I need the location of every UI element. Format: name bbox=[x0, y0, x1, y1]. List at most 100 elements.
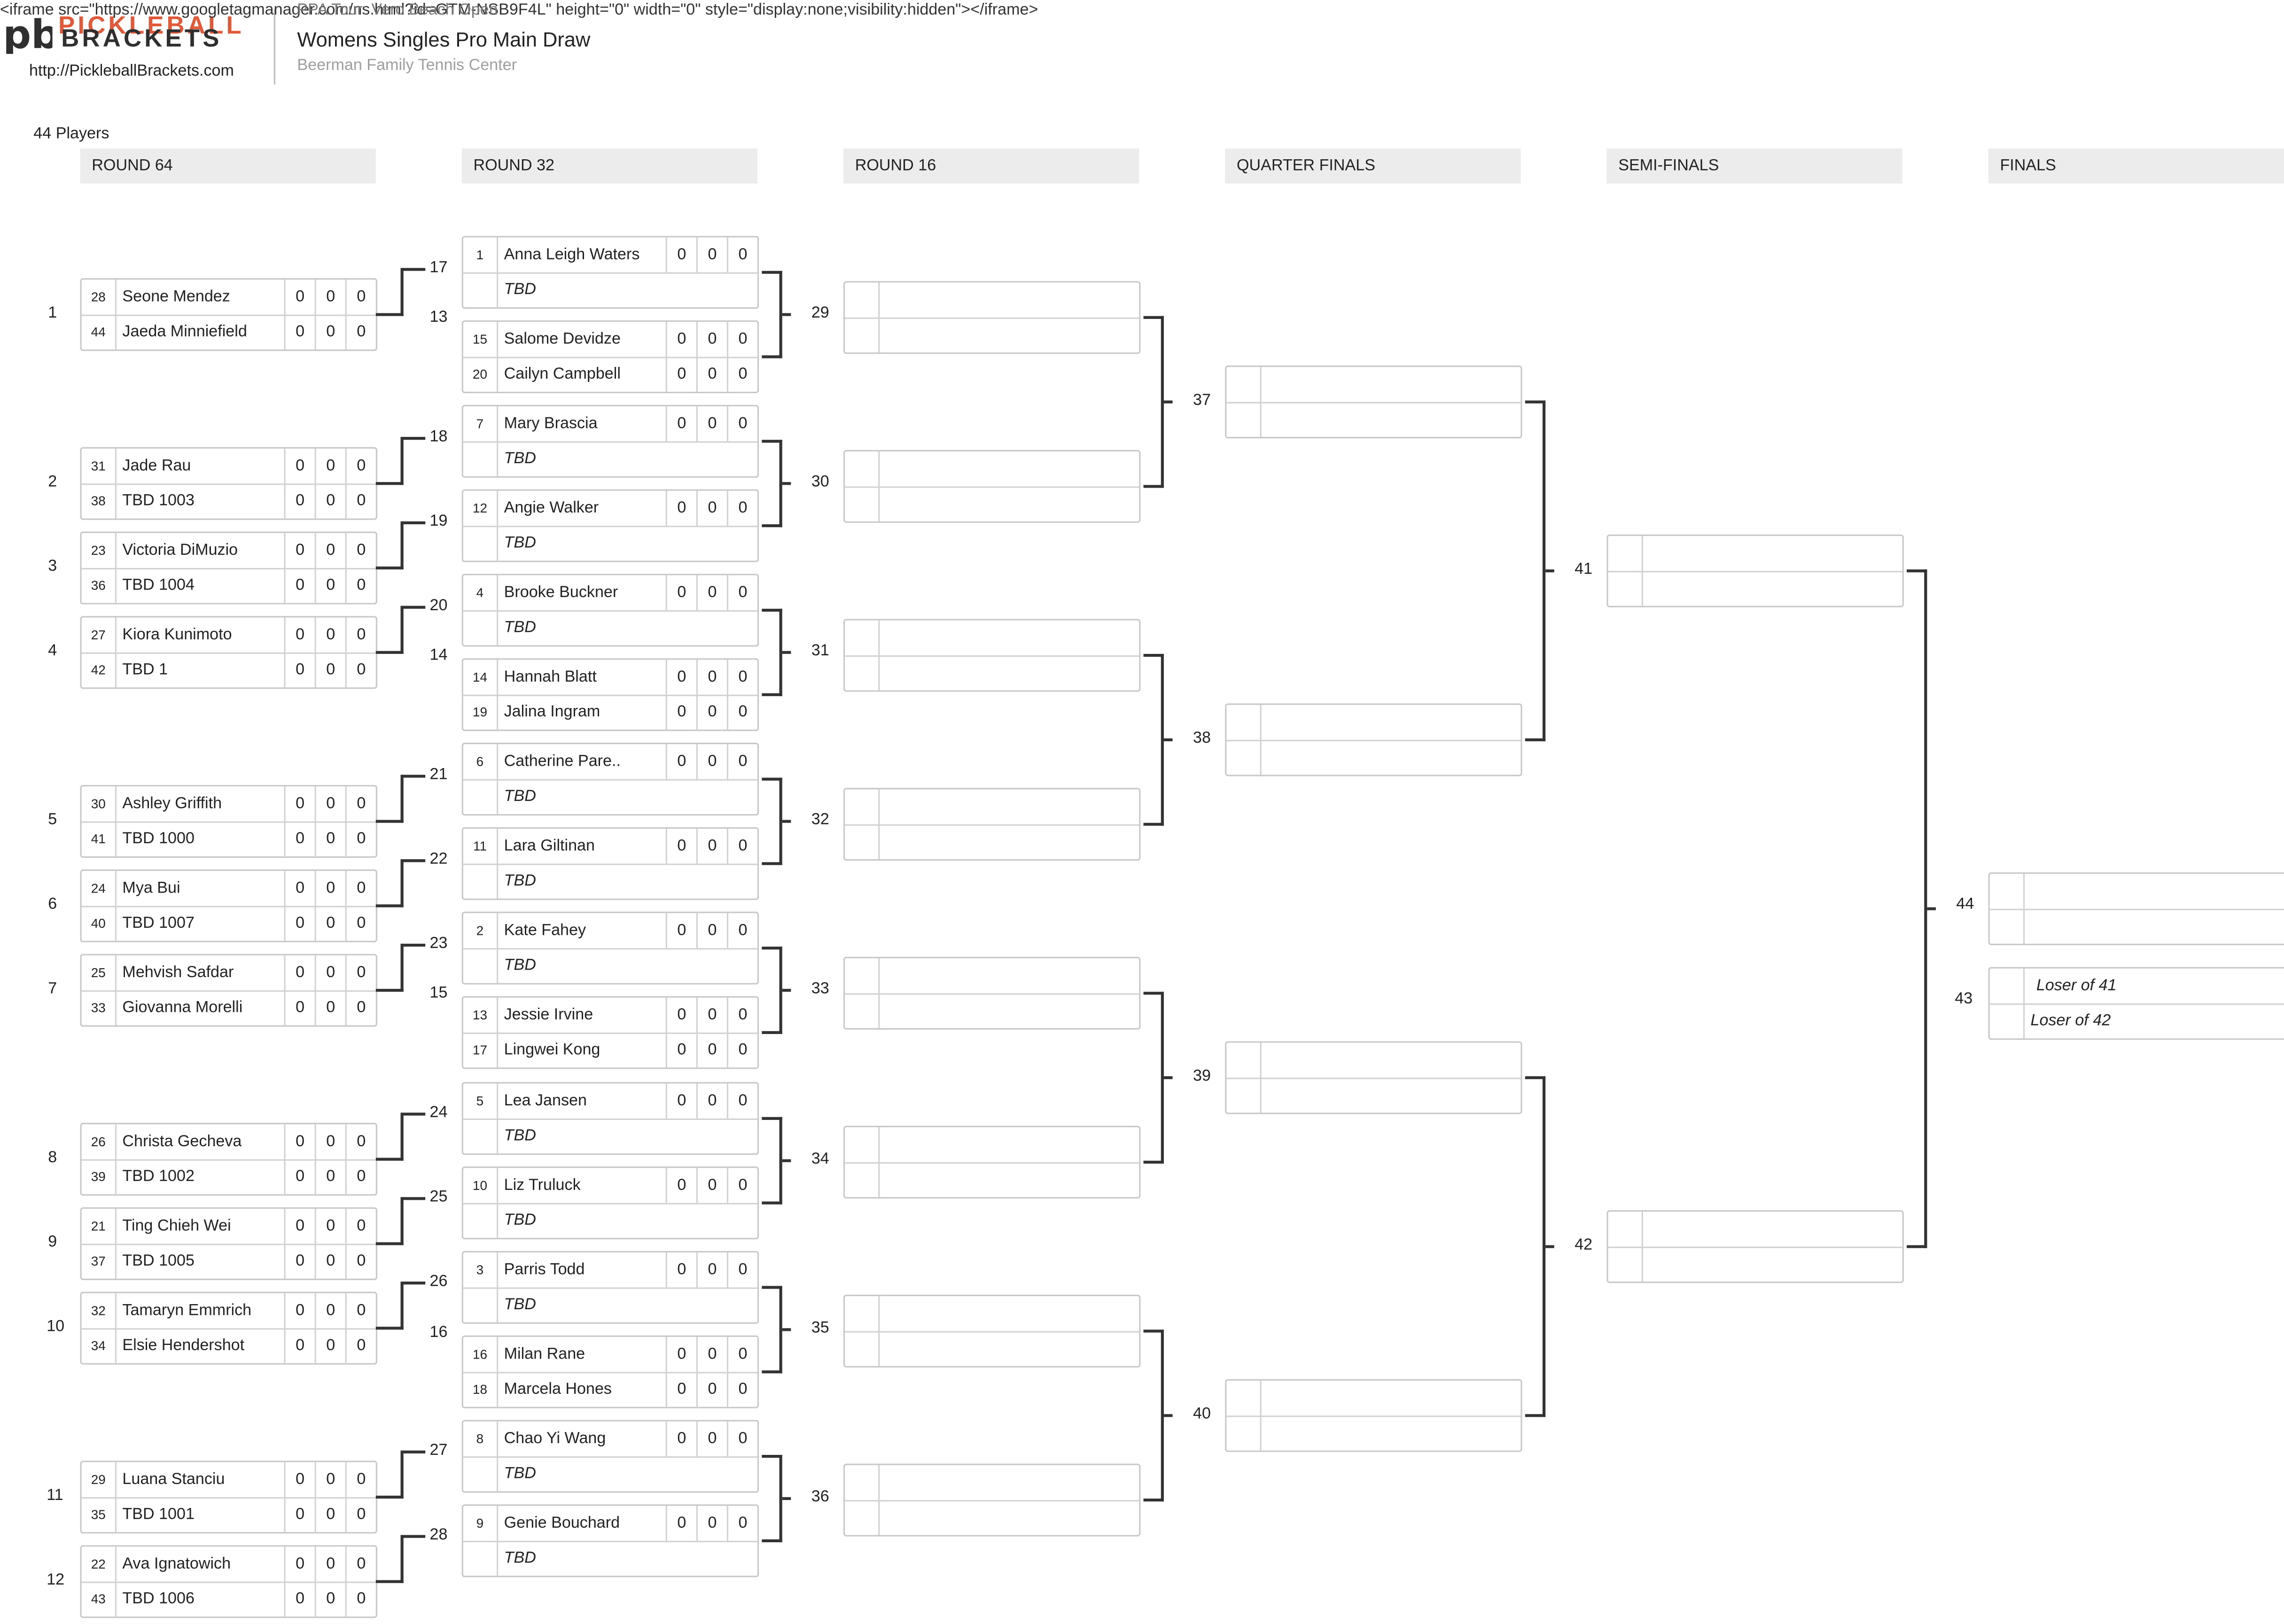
player-name[interactable]: Genie Bouchard bbox=[504, 1515, 620, 1532]
match-box[interactable] bbox=[843, 450, 1141, 523]
player-name[interactable]: Kiora Kunimoto bbox=[122, 626, 232, 644]
player-slot[interactable]: TBD bbox=[463, 1203, 757, 1238]
player-name[interactable]: TBD 1002 bbox=[122, 1168, 195, 1186]
player-slot[interactable]: TBD bbox=[463, 863, 757, 899]
player-name[interactable]: TBD bbox=[504, 1296, 536, 1314]
player-slot[interactable]: TBD bbox=[463, 779, 757, 814]
pickleball-logo-icon[interactable]: pb bbox=[3, 13, 52, 54]
player-slot[interactable] bbox=[845, 282, 1139, 319]
player-name[interactable]: Angie Walker bbox=[504, 499, 599, 517]
player-slot[interactable] bbox=[1608, 536, 1902, 573]
player-name[interactable]: Ava Ignatowich bbox=[122, 1555, 231, 1573]
player-slot[interactable]: Loser of 42 bbox=[1990, 1003, 2284, 1039]
match-box[interactable] bbox=[843, 619, 1141, 692]
player-name[interactable]: Mary Brascia bbox=[504, 415, 598, 433]
match-box[interactable] bbox=[843, 788, 1141, 861]
match-box[interactable] bbox=[843, 1126, 1141, 1199]
player-name[interactable]: TBD bbox=[504, 619, 536, 637]
match-box[interactable] bbox=[1988, 872, 2284, 945]
player-name[interactable]: Giovanna Morelli bbox=[122, 999, 243, 1017]
match-box[interactable] bbox=[1225, 703, 1522, 777]
player-slot[interactable]: TBD bbox=[463, 948, 757, 983]
player-name[interactable]: TBD 1 bbox=[122, 661, 168, 679]
player-name[interactable]: TBD 1004 bbox=[122, 576, 195, 594]
player-slot[interactable] bbox=[845, 451, 1139, 488]
player-name[interactable]: Lea Jansen bbox=[504, 1092, 587, 1110]
player-name[interactable]: Victoria DiMuzio bbox=[122, 542, 238, 559]
player-name[interactable]: Kate Fahey bbox=[504, 922, 586, 940]
player-name[interactable]: TBD bbox=[504, 1465, 536, 1483]
player-name[interactable]: Loser of 41 bbox=[2036, 977, 2117, 995]
player-name[interactable]: Mya Bui bbox=[122, 879, 180, 897]
player-name[interactable]: TBD 1007 bbox=[122, 914, 195, 932]
player-slot[interactable] bbox=[1608, 1246, 1902, 1282]
player-name[interactable]: Jaeda Minniefield bbox=[122, 323, 247, 341]
match-box[interactable] bbox=[843, 281, 1141, 354]
player-slot[interactable]: TBD bbox=[463, 272, 757, 308]
player-name[interactable]: Tamaryn Emmrich bbox=[122, 1302, 252, 1320]
player-name[interactable]: TBD bbox=[504, 534, 536, 552]
player-name[interactable]: Mehvish Safdar bbox=[122, 964, 234, 982]
player-slot[interactable] bbox=[1226, 402, 1520, 437]
match-box[interactable] bbox=[843, 1463, 1141, 1537]
player-slot[interactable] bbox=[1226, 705, 1521, 741]
player-name[interactable]: Chao Yi Wang bbox=[504, 1430, 606, 1448]
match-box[interactable] bbox=[843, 956, 1141, 1030]
match-box[interactable]: Loser of 41 Loser of 42 bbox=[1988, 967, 2284, 1040]
player-name[interactable]: TBD 1001 bbox=[122, 1506, 195, 1523]
player-slot[interactable]: TBD bbox=[463, 526, 757, 561]
player-name[interactable]: Luana Stanciu bbox=[122, 1471, 225, 1489]
player-slot[interactable]: TBD bbox=[463, 610, 757, 645]
player-slot[interactable] bbox=[845, 620, 1139, 657]
match-box[interactable] bbox=[1225, 365, 1522, 439]
player-name[interactable]: Salome Devidze bbox=[504, 330, 621, 348]
player-name[interactable]: Hannah Blatt bbox=[504, 668, 597, 686]
player-slot[interactable] bbox=[1226, 1078, 1520, 1113]
player-name[interactable]: TBD bbox=[504, 788, 536, 806]
player-slot[interactable] bbox=[1990, 909, 2284, 944]
player-name[interactable]: Jalina Ingram bbox=[504, 703, 600, 721]
match-box[interactable] bbox=[1606, 534, 1904, 607]
player-name[interactable]: TBD 1006 bbox=[122, 1590, 195, 1608]
match-box[interactable] bbox=[1606, 1210, 1904, 1283]
player-slot[interactable] bbox=[1226, 1415, 1520, 1451]
player-slot[interactable] bbox=[1226, 1042, 1521, 1080]
player-name[interactable]: Brooke Buckner bbox=[504, 584, 618, 602]
player-name[interactable]: Elsie Hendershot bbox=[122, 1336, 245, 1355]
logo-text-bottom[interactable]: BRACKETS bbox=[61, 24, 222, 53]
player-slot[interactable] bbox=[845, 1127, 1139, 1164]
player-name[interactable]: Anna Leigh Waters bbox=[504, 246, 640, 264]
player-slot[interactable]: TBD bbox=[463, 1287, 757, 1322]
player-slot[interactable]: Loser of 41 bbox=[1989, 968, 2284, 1005]
